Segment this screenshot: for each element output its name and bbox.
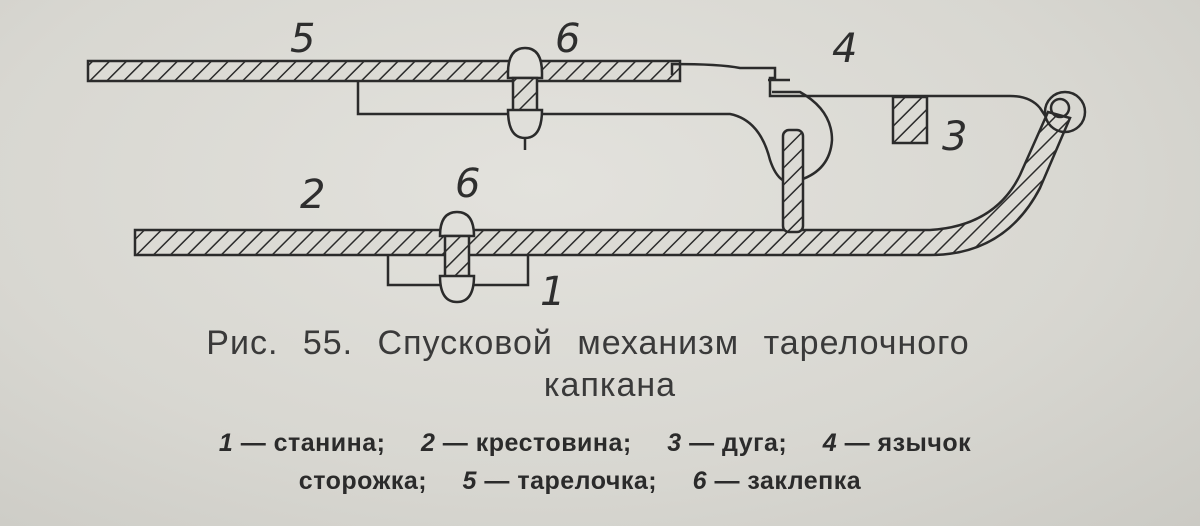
callout-4: 4 — [832, 26, 857, 72]
rivet-top — [506, 46, 544, 150]
legend-item-6: 6 — заклепка — [692, 467, 862, 495]
pivot-pin — [1049, 97, 1071, 119]
callout-2: 2 — [300, 172, 325, 218]
callout-1: 1 — [540, 269, 565, 315]
callout-6-top: 6 — [555, 16, 580, 62]
caption-line-1: Рис. 55. Спусковой механизм тарелочного — [206, 324, 970, 362]
trigger-tongue-part-4 — [670, 62, 1050, 121]
figure-legend: 1 — станина; 2 — крестовина; 3 — дуга; 4… — [0, 424, 1200, 500]
callout-5: 5 — [290, 16, 315, 62]
plate-bracket — [356, 81, 834, 184]
legend-item-1: 1 — станина; — [218, 429, 386, 457]
trap-trigger-diagram: 5 6 4 3 2 6 1 — [86, 16, 1087, 315]
legend-item-4-cont: сторожка; — [298, 467, 428, 495]
crosspiece-part-2 — [133, 110, 1072, 257]
legend-item-5: 5 — тарелочка; — [462, 467, 658, 495]
callout-6-bottom: 6 — [455, 161, 480, 207]
legend-item-4: 4 — язычок — [822, 429, 972, 457]
legend-row-2: сторожка; 5 — тарелочка; 6 — заклепка — [0, 462, 1200, 500]
callout-3: 3 — [942, 114, 967, 160]
vertical-post — [781, 128, 805, 234]
pivot-eye — [1043, 90, 1087, 134]
plate-part-5 — [86, 59, 682, 83]
legend-item-3: 3 — дуга; — [667, 429, 788, 457]
caption-line-2: капкана — [543, 366, 677, 404]
arc-part-3 — [891, 95, 929, 145]
figure-caption: Рис. 55. Спусковой механизм тарелочного … — [0, 322, 1200, 406]
rivet-bottom — [438, 210, 476, 304]
legend-row-1: 1 — станина; 2 — крестовина; 3 — дуга; 4… — [0, 424, 1200, 462]
legend-item-2: 2 — крестовина; — [420, 429, 632, 457]
